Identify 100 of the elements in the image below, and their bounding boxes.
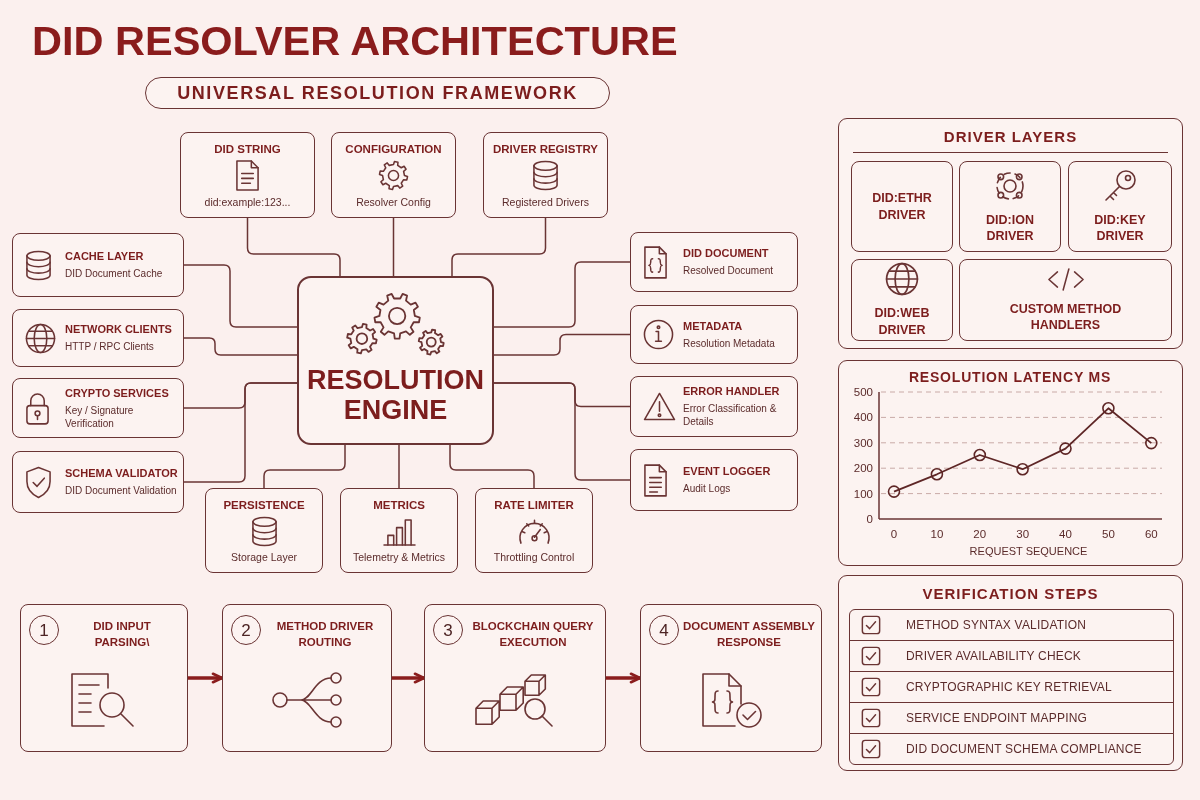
driver-card [959,161,1061,252]
component-title: SCHEMA VALIDATOR [65,467,178,479]
checklist-text: DID DOCUMENT SCHEMA COMPLIANCE [906,742,1142,756]
component-title: PERSISTENCE [223,499,305,511]
tick-label: 50 [1102,528,1115,540]
component-card [180,132,315,218]
component-card [12,451,184,513]
page-title: DID RESOLVER ARCHITECTURE [32,18,678,64]
connector-line [183,264,298,328]
component-card [331,132,456,218]
axis-title: REQUEST SEQUENCE [969,545,1088,557]
subtitle-banner: UNIVERSAL RESOLUTION FRAMEWORK [145,77,610,109]
component-description: Registered Drivers [502,196,589,208]
component-card [630,449,798,511]
driver-card [851,161,953,252]
connector-line [493,261,631,328]
component-card [483,132,608,218]
step-card [640,604,822,752]
connector-line [183,382,298,483]
component-card [340,488,458,573]
component-title: DID DOCUMENT [683,247,769,259]
checklist-text: DRIVER AVAILABILITY CHECK [906,649,1082,663]
panel-heading: DRIVER LAYERS [943,128,1078,145]
step-number: 4 [649,615,679,645]
tick-label: 300 [853,436,873,449]
connector-line [493,333,631,356]
component-description: Key / Signature Verification [65,403,135,430]
component-description: Telemetry & Metrics [352,551,446,563]
driver-label: DID:KEY DRIVER [1093,211,1147,245]
component-card [12,378,184,438]
component-description: Error Classification & Details [683,402,778,428]
step-number: 2 [231,615,261,645]
engine-title: RESOLUTION ENGINE [306,364,485,426]
step-card [20,604,188,752]
component-title: CACHE LAYER [65,250,144,262]
tick-label: 40 [1059,528,1072,540]
component-card [475,488,593,573]
component-title: METADATA [683,319,743,332]
connector-line [493,382,631,481]
tick-label: 60 [1144,528,1158,540]
tick-label: 500 [853,386,873,398]
component-description: Resolved Document [683,264,774,277]
driver-label: DID:WEB DRIVER [873,305,931,338]
tick-label: 10 [930,528,944,540]
connector-line [392,217,395,277]
tick-label: 0 [890,528,898,540]
step-title: METHOD DRIVER ROUTING [275,619,375,651]
component-description: Resolver Config [356,196,431,208]
component-title: CONFIGURATION [345,143,442,155]
connector-line [451,217,547,277]
tick-label: 0 [866,513,873,525]
engine-box [297,276,494,445]
component-title: CRYPTO SERVICES [65,386,169,399]
step-card [424,604,606,752]
panel [838,118,1183,349]
component-card [205,488,323,573]
connector-line [246,217,341,277]
driver-label: DID:ETHR DRIVER [871,190,933,223]
checklist-text: METHOD SYNTAX VALIDATION [906,618,1087,632]
tick-label: 100 [853,487,873,500]
component-card [12,309,184,367]
component-card [630,305,798,364]
component-title: DRIVER REGISTRY [493,143,598,155]
step-card [222,604,392,752]
component-card [630,232,798,292]
component-description: Throttling Control [493,551,575,563]
checklist-row [849,609,1174,641]
component-title: RATE LIMITER [494,499,574,511]
component-card [630,376,798,437]
arrow [186,672,224,684]
step-number: 1 [29,615,59,645]
component-title: DID STRING [214,143,281,155]
component-description: DID Document Validation [65,484,177,497]
tick-label: 20 [973,528,987,540]
checklist-text: CRYPTOGRAPHIC KEY RETRIEVAL [906,680,1112,694]
component-title: NETWORK CLIENTS [65,323,172,335]
driver-label: CUSTOM METHOD HANDLERS [1008,300,1123,334]
step-number: 3 [433,615,463,645]
step-title: DID INPUT PARSING\ [92,619,152,651]
tick-label: 30 [1016,528,1030,540]
tick-label: 400 [853,411,873,424]
arrow [390,672,426,684]
checklist-row [849,733,1174,765]
component-card [12,233,184,297]
checklist-row [849,702,1174,734]
checklist-row [849,671,1174,703]
component-description: Storage Layer [231,551,297,563]
driver-card [1068,161,1172,252]
checklist-row [849,640,1174,672]
driver-label: DID:ION DRIVER [985,211,1035,245]
panel [838,575,1183,771]
component-description: Resolution Metadata [683,336,775,350]
step-title: DOCUMENT ASSEMBLY RESPONSE [681,619,817,651]
driver-card [851,259,953,341]
panel-heading: VERIFICATION STEPS [922,585,1099,602]
component-title: ERROR HANDLER [683,385,780,397]
step-title: BLOCKCHAIN QUERY EXECUTION [471,619,595,651]
component-description: HTTP / RPC Clients [65,340,154,353]
checklist-text: SERVICE ENDPOINT MAPPING [906,711,1088,725]
arrow [604,672,642,684]
